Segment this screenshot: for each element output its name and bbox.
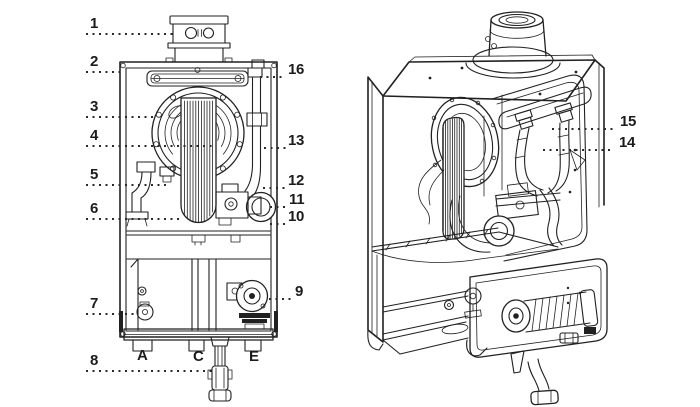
callout-2: 2 (90, 53, 99, 70)
leader-1 (86, 33, 177, 35)
callout-3: 3 (90, 98, 99, 115)
callout-14: 14 (619, 134, 636, 151)
leader-10 (270, 223, 286, 225)
callout-5: 5 (90, 166, 99, 183)
leader-14 (543, 149, 614, 151)
callout-16: 16 (288, 61, 305, 78)
leader-2 (86, 71, 122, 73)
callout-1: 1 (90, 15, 99, 32)
leader-6 (86, 218, 182, 220)
callout-11: 11 (289, 191, 305, 208)
leader-7 (86, 313, 134, 315)
front-view-drawing (119, 15, 278, 402)
callout-9: 9 (295, 283, 304, 300)
leader-11 (270, 206, 288, 208)
connection-label-a: A (137, 347, 148, 364)
leader-15 (552, 128, 615, 130)
callout-15: 15 (620, 113, 637, 130)
leader-4 (86, 145, 213, 147)
callout-7: 7 (90, 295, 99, 312)
connection-label-e: E (249, 348, 259, 365)
leader-12 (263, 187, 286, 189)
leader-13 (264, 147, 286, 149)
perspective-view-drawing (367, 11, 608, 406)
connection-label-c: C (193, 348, 204, 365)
callout-10: 10 (288, 208, 305, 225)
callout-12: 12 (288, 172, 305, 189)
callout-8: 8 (90, 352, 99, 369)
leader-8 (86, 370, 212, 372)
callout-13: 13 (288, 132, 305, 149)
callout-4: 4 (90, 127, 99, 144)
leader-5 (86, 184, 166, 186)
leader-16 (260, 76, 286, 78)
callout-6: 6 (90, 200, 99, 217)
leader-9 (269, 298, 291, 300)
leader-3 (86, 116, 153, 118)
